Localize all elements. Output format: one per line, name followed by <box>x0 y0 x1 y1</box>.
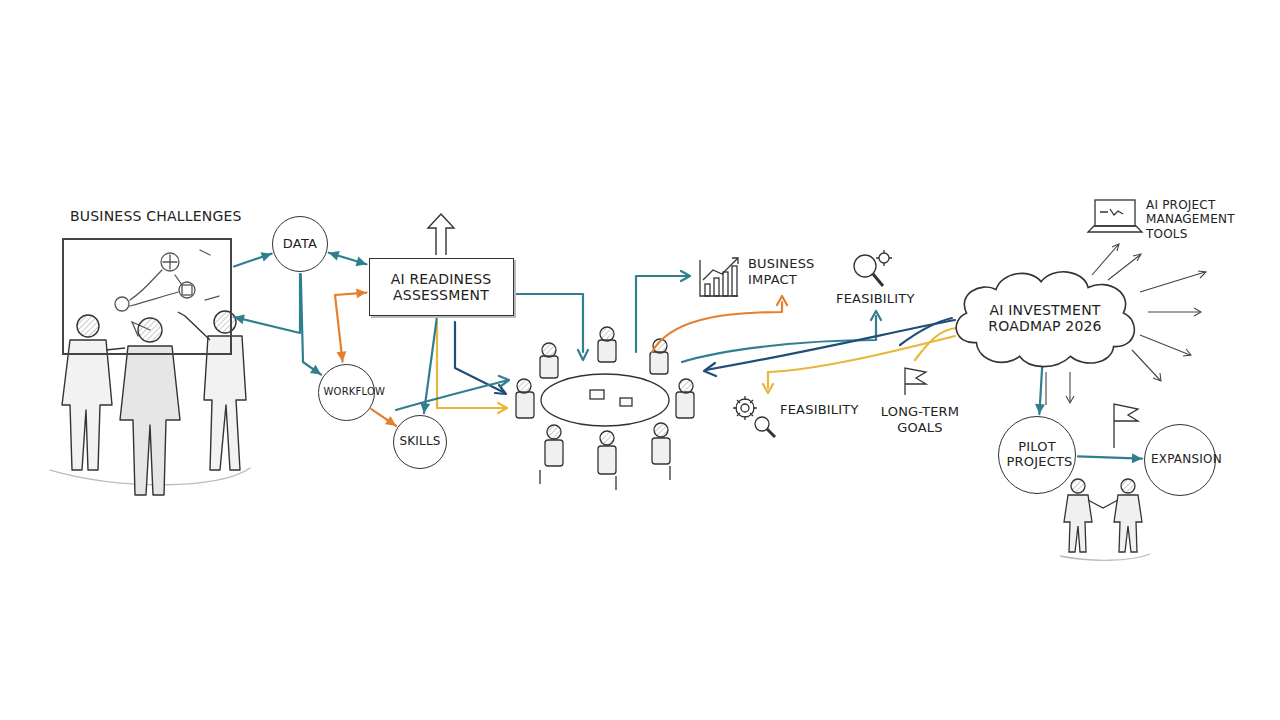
arrow-head <box>1132 453 1142 463</box>
node-title: DATA <box>283 237 317 252</box>
connector-line <box>371 409 396 426</box>
text-label: FEASIBILITY <box>836 291 946 307</box>
node-title: PILOT PROJECTS <box>1007 440 1068 470</box>
pilot-circle: PILOT PROJECTS <box>998 416 1076 494</box>
connector-line <box>234 274 300 333</box>
workflow-circle: WORKFLOW <box>318 364 375 421</box>
skills-circle: SKILLS <box>393 415 447 469</box>
flow-connector <box>371 409 396 426</box>
arrow-head <box>420 403 430 414</box>
text-label: BUSINESS IMPACT <box>748 256 828 287</box>
arrow-head <box>261 252 272 261</box>
arrow-head <box>310 365 321 375</box>
arrow-head <box>336 351 346 361</box>
flow-connector <box>234 252 272 266</box>
arrow-head <box>356 288 366 298</box>
flow-connector <box>329 251 367 266</box>
connector-line <box>335 293 367 362</box>
roadmap-cloud: AI INVESTMENT ROADMAP 2026 <box>947 264 1143 372</box>
data-circle: DATA <box>272 216 328 272</box>
expansion-circle: EXPANSION <box>1144 424 1216 496</box>
flow-connector <box>234 274 300 333</box>
arrow-head <box>385 416 396 426</box>
connector-line <box>301 274 321 375</box>
text-label: LONG-TERM GOALS <box>872 404 968 435</box>
node-title: BUSINESS CHALLENGES <box>70 208 242 224</box>
connector-line <box>424 318 437 413</box>
flow-connector <box>335 288 367 361</box>
node-title: AI READINESS ASSESSMENT <box>377 271 506 303</box>
node-title: EXPANSION <box>1151 453 1209 467</box>
flow-connector <box>420 318 437 413</box>
arrow-head <box>355 257 366 267</box>
text-label: FEASIBILITY <box>780 402 890 418</box>
whiteboard-panel: BUSINESS CHALLENGES <box>62 238 232 355</box>
arrow-head <box>329 251 340 261</box>
flow-connector <box>1035 367 1045 414</box>
flow-connector <box>301 274 321 375</box>
arrow-head <box>1035 404 1045 414</box>
arrow-head <box>234 315 245 325</box>
text-label: AI PROJECT MANAGEMENT TOOLS <box>1146 198 1256 241</box>
assessment-box: AI READINESS ASSESSMENT <box>369 258 514 316</box>
node-title: AI INVESTMENT ROADMAP 2026 <box>981 302 1110 334</box>
node-title: SKILLS <box>399 435 440 449</box>
node-title: WORKFLOW <box>324 386 369 398</box>
flow-connector <box>1078 453 1142 463</box>
